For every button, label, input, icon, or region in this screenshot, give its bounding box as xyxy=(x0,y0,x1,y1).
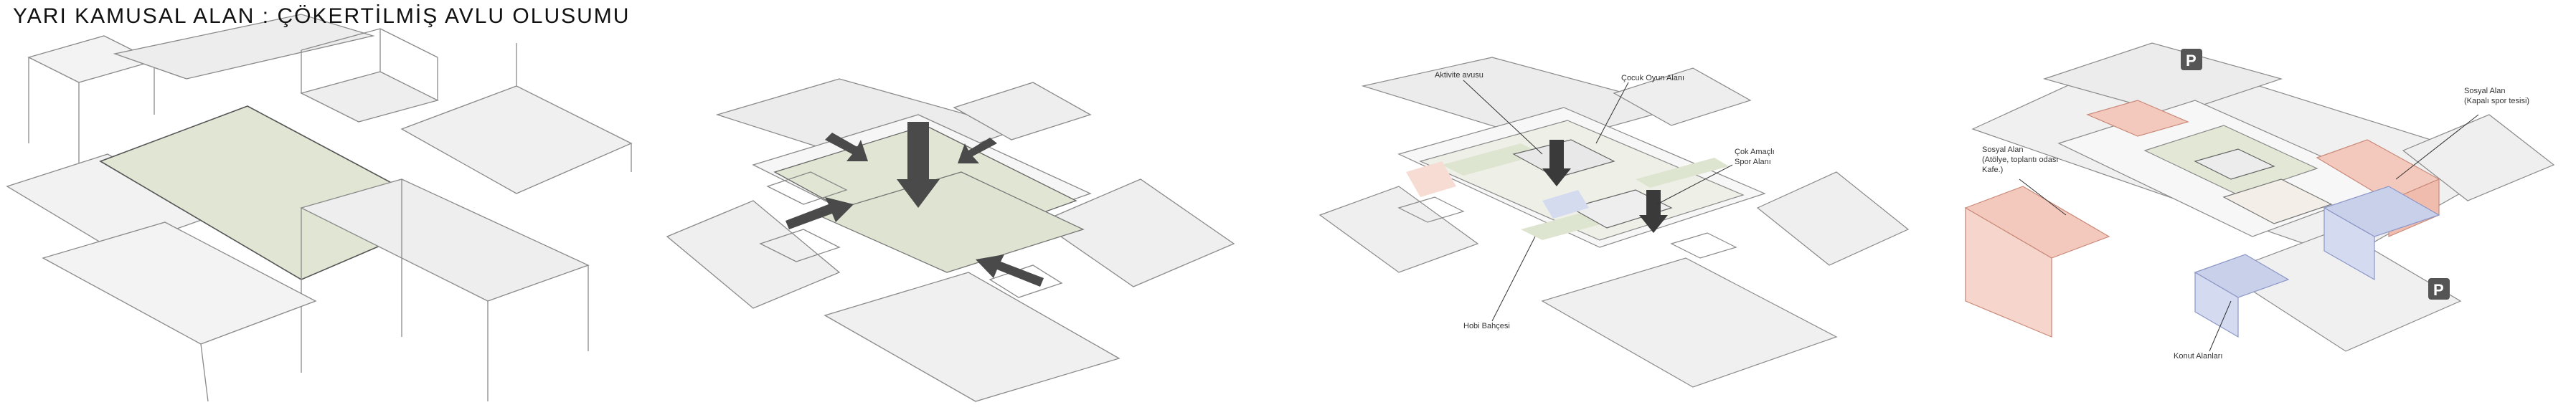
label-cocuk-oyun: Çocuk Oyun Alanı xyxy=(1621,74,1684,82)
panel-2-collapse xyxy=(666,78,1235,402)
p2-right-slab xyxy=(1039,178,1235,287)
p3-wire-box-left xyxy=(1397,196,1465,223)
p4-parking-bottom-marker xyxy=(2428,278,2450,300)
p4-court-inner xyxy=(2194,148,2275,180)
p3-green-strip-2 xyxy=(1636,158,1729,188)
p3-arrow-down-2 xyxy=(1639,190,1668,233)
p2-arrow-from-right-bottom xyxy=(976,254,1044,287)
p2-arrow-down xyxy=(897,122,940,208)
label-sosyal-right-2: (Kapalı spor tesisi) xyxy=(2464,97,2529,105)
p3-wire-box-right xyxy=(1670,232,1737,259)
label-hobi: Hobi Bahçesi xyxy=(1463,322,1510,330)
p3-right-back-box xyxy=(1613,67,1752,126)
p2-left-slab xyxy=(666,200,841,309)
p3-leader-aktivite xyxy=(1463,80,1543,155)
p3-left-slab xyxy=(1318,186,1479,273)
p4-lower-slab xyxy=(2222,229,2462,352)
p4-social-left-front xyxy=(1965,206,2052,338)
p3-social-tint xyxy=(1406,161,1456,197)
label-sosyal-left-3: Kafe.) xyxy=(1982,166,2003,174)
label-sosyal-right-1: Sosyal Alan xyxy=(2464,87,2505,95)
label-aktivite: Aktivite avusu xyxy=(1435,71,1483,80)
parking-bottom-label: P xyxy=(2433,281,2444,299)
p3-leader-spor xyxy=(1656,164,1733,205)
parking-top-label: P xyxy=(2186,52,2197,70)
p4-leader-sosyal-right xyxy=(2395,114,2479,180)
p2-right-back-box xyxy=(953,82,1092,140)
p4-social-top xyxy=(2086,100,2189,137)
panel-1-site-context xyxy=(6,14,633,402)
p2-wire-box-left xyxy=(766,171,848,205)
label-konut: Konut Alanları xyxy=(2174,352,2223,361)
p3-right-slab xyxy=(1756,171,1910,266)
p2-arrows xyxy=(785,122,1044,287)
p3-arrow-down-1 xyxy=(1542,140,1571,186)
label-spor-alani: Spor Alanı xyxy=(1735,158,1771,166)
p4-sport-court xyxy=(2222,178,2333,224)
p2-arrow-from-left-bottom xyxy=(785,197,854,229)
p3-leader-cocuk xyxy=(1595,82,1629,144)
p1-far-right-mass xyxy=(400,85,633,194)
diagram-title: YARI KAMUSAL ALAN : ÇÖKERTİLMİŞ AVLU OLU… xyxy=(13,4,631,28)
p4-housing-right-front xyxy=(2323,206,2375,281)
panel-4-labels: P P Sosyal Alan (Atölye, toplantı odası … xyxy=(1982,52,2529,361)
p1-top-slab xyxy=(113,14,375,80)
p2-wire-box-front xyxy=(759,229,841,262)
p3-green-strip-1 xyxy=(1442,143,1542,176)
panel-3-labels: Aktivite avusu Çocuk Oyun Alanı Çok Amaç… xyxy=(1435,71,1775,330)
p2-front-slab xyxy=(824,272,1120,402)
p4-right-slab xyxy=(2402,114,2555,201)
p3-housing-tint xyxy=(1542,190,1589,219)
p3-front-slab xyxy=(1541,257,1838,388)
p4-housing-bottom-front xyxy=(2194,271,2239,338)
p2-arrow-from-left-top xyxy=(825,133,868,161)
p3-leader-hobi xyxy=(1491,236,1536,322)
p1-right-box xyxy=(300,71,439,123)
label-cok-amacli: Çok Amaçlı xyxy=(1735,148,1775,156)
panel-3-program xyxy=(1318,57,1910,388)
p2-arrow-from-right-top xyxy=(958,138,997,163)
p1-lower-left-slab xyxy=(42,221,317,345)
p4-parking-top-marker xyxy=(2181,49,2202,70)
p4-leader-sosyal-left xyxy=(2019,178,2067,216)
label-sosyal-left-1: Sosyal Alan xyxy=(1982,146,2023,154)
label-sosyal-left-2: (Atölye, toplantı odası xyxy=(1982,156,2058,164)
p4-leader-konut xyxy=(2209,300,2232,352)
panel-4-functions xyxy=(1964,42,2555,352)
